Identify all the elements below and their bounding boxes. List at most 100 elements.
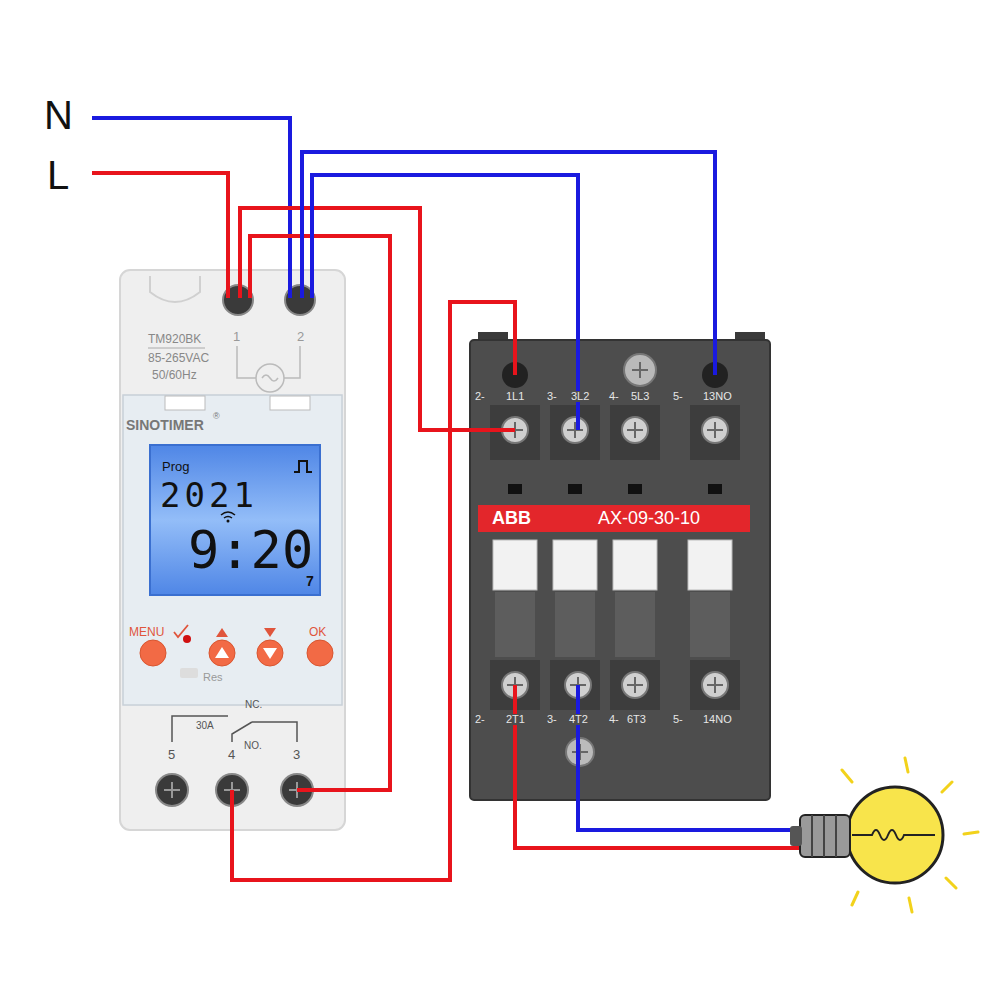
pulse-icon <box>294 461 312 472</box>
contact-carrier <box>553 540 597 590</box>
device-marking: MENU <box>129 626 164 638</box>
lcd-backlight <box>150 445 320 595</box>
device-marking: NO. <box>244 741 262 751</box>
button <box>140 640 166 666</box>
wifi-dot <box>227 520 230 523</box>
wire-connector <box>302 152 715 340</box>
device-marking: 3- <box>546 391 558 402</box>
up-arrow <box>215 647 229 658</box>
device-marking: 3L2 <box>570 391 590 402</box>
device-marking: 2- <box>474 714 486 725</box>
device-marking: 3 <box>293 748 300 761</box>
base-thread <box>812 815 836 857</box>
conductor-label: L <box>47 155 69 195</box>
supply-symbol-lead <box>237 346 300 378</box>
cover-tab <box>270 396 310 410</box>
cover-tab <box>165 396 205 410</box>
model-underline <box>148 348 205 349</box>
screw-slot <box>507 677 723 760</box>
device-marking: 2021 <box>160 478 258 512</box>
device-marking: 4- <box>608 391 620 402</box>
timer-housing <box>120 270 345 830</box>
line-wire <box>92 173 228 298</box>
nameplate-band <box>478 505 750 532</box>
ac-tilde <box>262 375 278 381</box>
device-marking: 14NO <box>702 714 733 725</box>
device-marking: Res <box>203 672 223 683</box>
wifi-icon <box>221 512 235 518</box>
indicator-slot <box>708 484 722 494</box>
contactor-unit: 2- 1L1 3- 3L2 4- 5L3 5- 13NO 2- 2T1 3- 4T2 4- 6T3 5- 14… <box>470 340 770 800</box>
housing-rib <box>555 592 595 657</box>
device-marking: 1 <box>233 330 240 343</box>
relay-feed-wire <box>250 236 390 790</box>
device-marking: 7 <box>306 574 314 588</box>
device-marking: 6T3 <box>626 714 647 725</box>
device-marking: 5L3 <box>630 391 650 402</box>
housing-rib <box>690 592 730 657</box>
device-marking: 2 <box>297 330 304 343</box>
indicator-slot <box>628 484 642 494</box>
supply-symbol <box>256 364 284 392</box>
contact-carrier <box>688 540 732 590</box>
device-marking: 4T2 <box>568 714 589 725</box>
contact-carrier <box>613 540 657 590</box>
wire-stub <box>302 270 715 430</box>
device-marking: ABB <box>492 509 531 527</box>
light-rays <box>842 758 978 912</box>
housing-notch <box>150 276 200 302</box>
led <box>183 635 191 643</box>
device-marking: 2- <box>474 391 486 402</box>
timer-unit: TM920BK 85-265VAC 50/60Hz 1 2SINOTIMER ® MENU O… <box>120 270 345 830</box>
button <box>209 640 235 666</box>
indicator-slot <box>568 484 582 494</box>
wire-connector <box>232 302 515 880</box>
transparent-cover <box>123 395 342 705</box>
device-marking: 5 <box>168 748 175 761</box>
device-marking: 85-265VAC <box>148 352 209 364</box>
bulb-glass <box>847 787 943 883</box>
device-marking: 4 <box>228 748 235 761</box>
down-arrow <box>263 648 277 659</box>
housing-rib <box>495 592 535 657</box>
device-marking: NC. <box>245 700 262 710</box>
device-marking: 5- <box>672 391 684 402</box>
device-marking: 1L1 <box>505 391 525 402</box>
reset-slot <box>180 668 198 678</box>
button <box>257 640 283 666</box>
up-mark <box>216 628 228 637</box>
wire-connector <box>240 208 470 430</box>
device-marking: OK <box>309 626 326 638</box>
device-marking: 2T1 <box>505 714 526 725</box>
device-marking: 3- <box>546 714 558 725</box>
conductor-label: N <box>44 95 73 135</box>
device-marking: SINOTIMER <box>126 418 204 432</box>
device-marking: TM920BK <box>148 333 201 345</box>
relay-symbol <box>172 716 297 742</box>
device-marking: Prog <box>162 460 189 473</box>
device-marking: ® <box>213 412 220 421</box>
down-mark <box>264 628 276 637</box>
lamp-wire <box>578 685 800 830</box>
device-marking: 30A <box>196 721 214 731</box>
device-marking: 9:20 <box>188 524 313 576</box>
base-contact <box>790 826 802 846</box>
screw-slot <box>507 362 723 438</box>
device-marking: 50/60Hz <box>152 369 197 381</box>
filament <box>852 830 935 840</box>
indicator-slot <box>508 484 522 494</box>
bulb-base <box>800 815 850 857</box>
button <box>307 640 333 666</box>
wire-connector <box>312 175 578 340</box>
housing-rib <box>615 592 655 657</box>
device-marking: 13NO <box>702 391 733 402</box>
screw-slot <box>164 782 305 798</box>
lcd-screen: Prog 2021 9:207 <box>150 445 320 595</box>
contact-carrier <box>493 540 537 590</box>
contactor-nameplate: ABBAX-09-30-10 <box>478 505 750 532</box>
device-marking: 4- <box>608 714 620 725</box>
device-marking: 5- <box>672 714 684 725</box>
lamp-wire <box>515 685 800 848</box>
